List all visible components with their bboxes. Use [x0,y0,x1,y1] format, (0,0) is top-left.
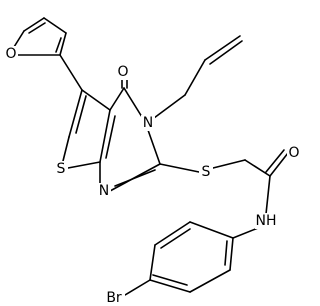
svg-text:S: S [202,164,211,180]
svg-text:O: O [117,64,128,80]
benz-5 [189,269,231,293]
allyl-ch-ch2-double [209,40,243,65]
furan-bond-1 [13,30,25,48]
furan-thiophene-link [59,54,83,91]
c-br-bond [124,279,151,296]
thiophene-c2-c3-double [75,95,87,134]
ch2-co-bond [244,159,271,177]
furan-oxygen-atom: O [4,46,18,62]
allyl-ch2-ch [184,59,206,96]
co-o-double-2 [265,149,285,173]
thiophene-c7a-c3a-double [105,115,116,159]
carbonyl-oxygen-atom: O [116,64,130,80]
svg-text:S: S [57,161,66,177]
svg-text:N: N [143,115,153,131]
svg-text:NH: NH [256,213,277,229]
co-nh-bond [265,175,271,215]
furan-bond-3 [43,17,67,34]
bonds-layer [13,17,289,296]
bromine-atom: Br [103,290,125,306]
c2-s-bond [159,163,200,173]
thioether-sulfur-atom: S [199,164,213,180]
co-o-double-1 [269,152,289,177]
svg-text:Br: Br [106,290,122,306]
pyr-n3-c2 [147,129,161,165]
thiophene-c3-c3a [81,89,111,111]
ring-nitrogen-3-atom: N [141,115,155,131]
benz-2-double [160,228,191,249]
benz-6 [229,237,234,271]
benz-6-double [224,240,228,266]
svg-text:O: O [5,46,16,62]
pyr-c2-n1-double [114,169,156,187]
furan-bond-4 [59,32,67,56]
svg-text:O: O [288,145,299,161]
atom-labels-layer: O O N N S S O NH [4,46,301,306]
s-ch2-bond [212,159,246,169]
ring-nitrogen-1-atom: N [97,183,111,199]
thiophene-s-c7a [67,161,101,169]
benz-4 [149,279,191,293]
svg-text:N: N [99,183,109,199]
allyl-n-ch2 [153,94,186,119]
benz-1 [189,221,234,239]
amide-oxygen-atom: O [287,145,301,161]
thiophene-sulfur-atom: S [54,161,68,177]
thiophene-c7a-c3a [99,109,111,163]
thiophene-c3-c2 [68,89,83,138]
nh-aryl-bond [232,227,259,239]
furan-bond-2b [28,22,46,34]
pyr-c3a-c4 [109,87,125,111]
thiophene-c2-s [62,136,70,162]
furan-bond-4b [55,37,62,53]
benz-3 [149,244,156,281]
furan-bond-2 [23,17,45,32]
benz-4-double [152,274,188,286]
benz-2 [154,221,191,246]
allyl-ch-ch2 [204,35,241,61]
amide-nitrogen-atom: NH [255,213,277,229]
pyr-c4-n3 [123,87,143,118]
